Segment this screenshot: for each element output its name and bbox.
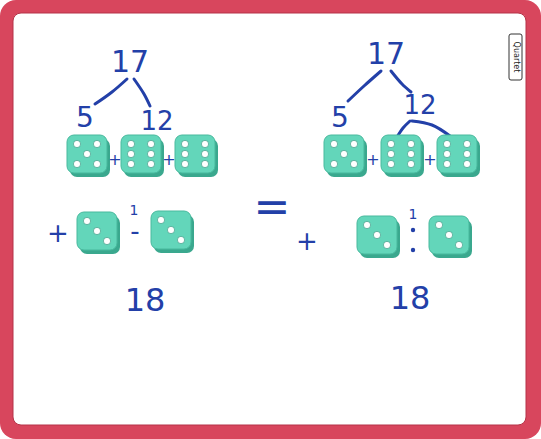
board-surface: [13, 13, 526, 425]
handwritten-number: 18: [390, 282, 431, 314]
bond-line: [95, 79, 127, 104]
handwritten-number: 1: [409, 207, 418, 221]
plus-sign: +: [366, 152, 379, 168]
handwritten-number: 17: [111, 47, 149, 77]
brand-badge: [509, 34, 522, 80]
plus-sign: +: [47, 220, 69, 246]
plus-sign: +: [108, 152, 121, 168]
plus-sign: +: [423, 152, 436, 168]
die: [77, 212, 120, 254]
brand-name: Quartet: [512, 42, 520, 73]
handwritten-number: 18: [125, 284, 166, 316]
die: [381, 135, 424, 177]
die: [324, 135, 367, 177]
handwritten-number: 5: [76, 104, 94, 132]
handwritten-number: 12: [403, 92, 436, 118]
handwritten-number: 1: [130, 203, 139, 217]
equals-sign: =: [254, 185, 291, 229]
die: [437, 135, 480, 177]
die: [429, 216, 472, 258]
bond-line: [134, 79, 150, 106]
symbol-dot: [411, 228, 415, 232]
minus-sign: -: [130, 218, 139, 244]
plus-sign: +: [162, 152, 175, 168]
handwritten-number: 12: [140, 108, 173, 134]
symbol-dot: [411, 248, 415, 252]
handwritten-number: 17: [367, 39, 405, 69]
die: [67, 135, 110, 177]
die: [151, 211, 194, 253]
die: [121, 135, 164, 177]
bond-line: [391, 71, 411, 92]
die: [175, 135, 218, 177]
die: [357, 216, 400, 258]
bond-line: [348, 71, 381, 101]
bond-line: [412, 121, 450, 136]
handwritten-number: 5: [331, 104, 349, 132]
plus-sign: +: [296, 228, 318, 254]
